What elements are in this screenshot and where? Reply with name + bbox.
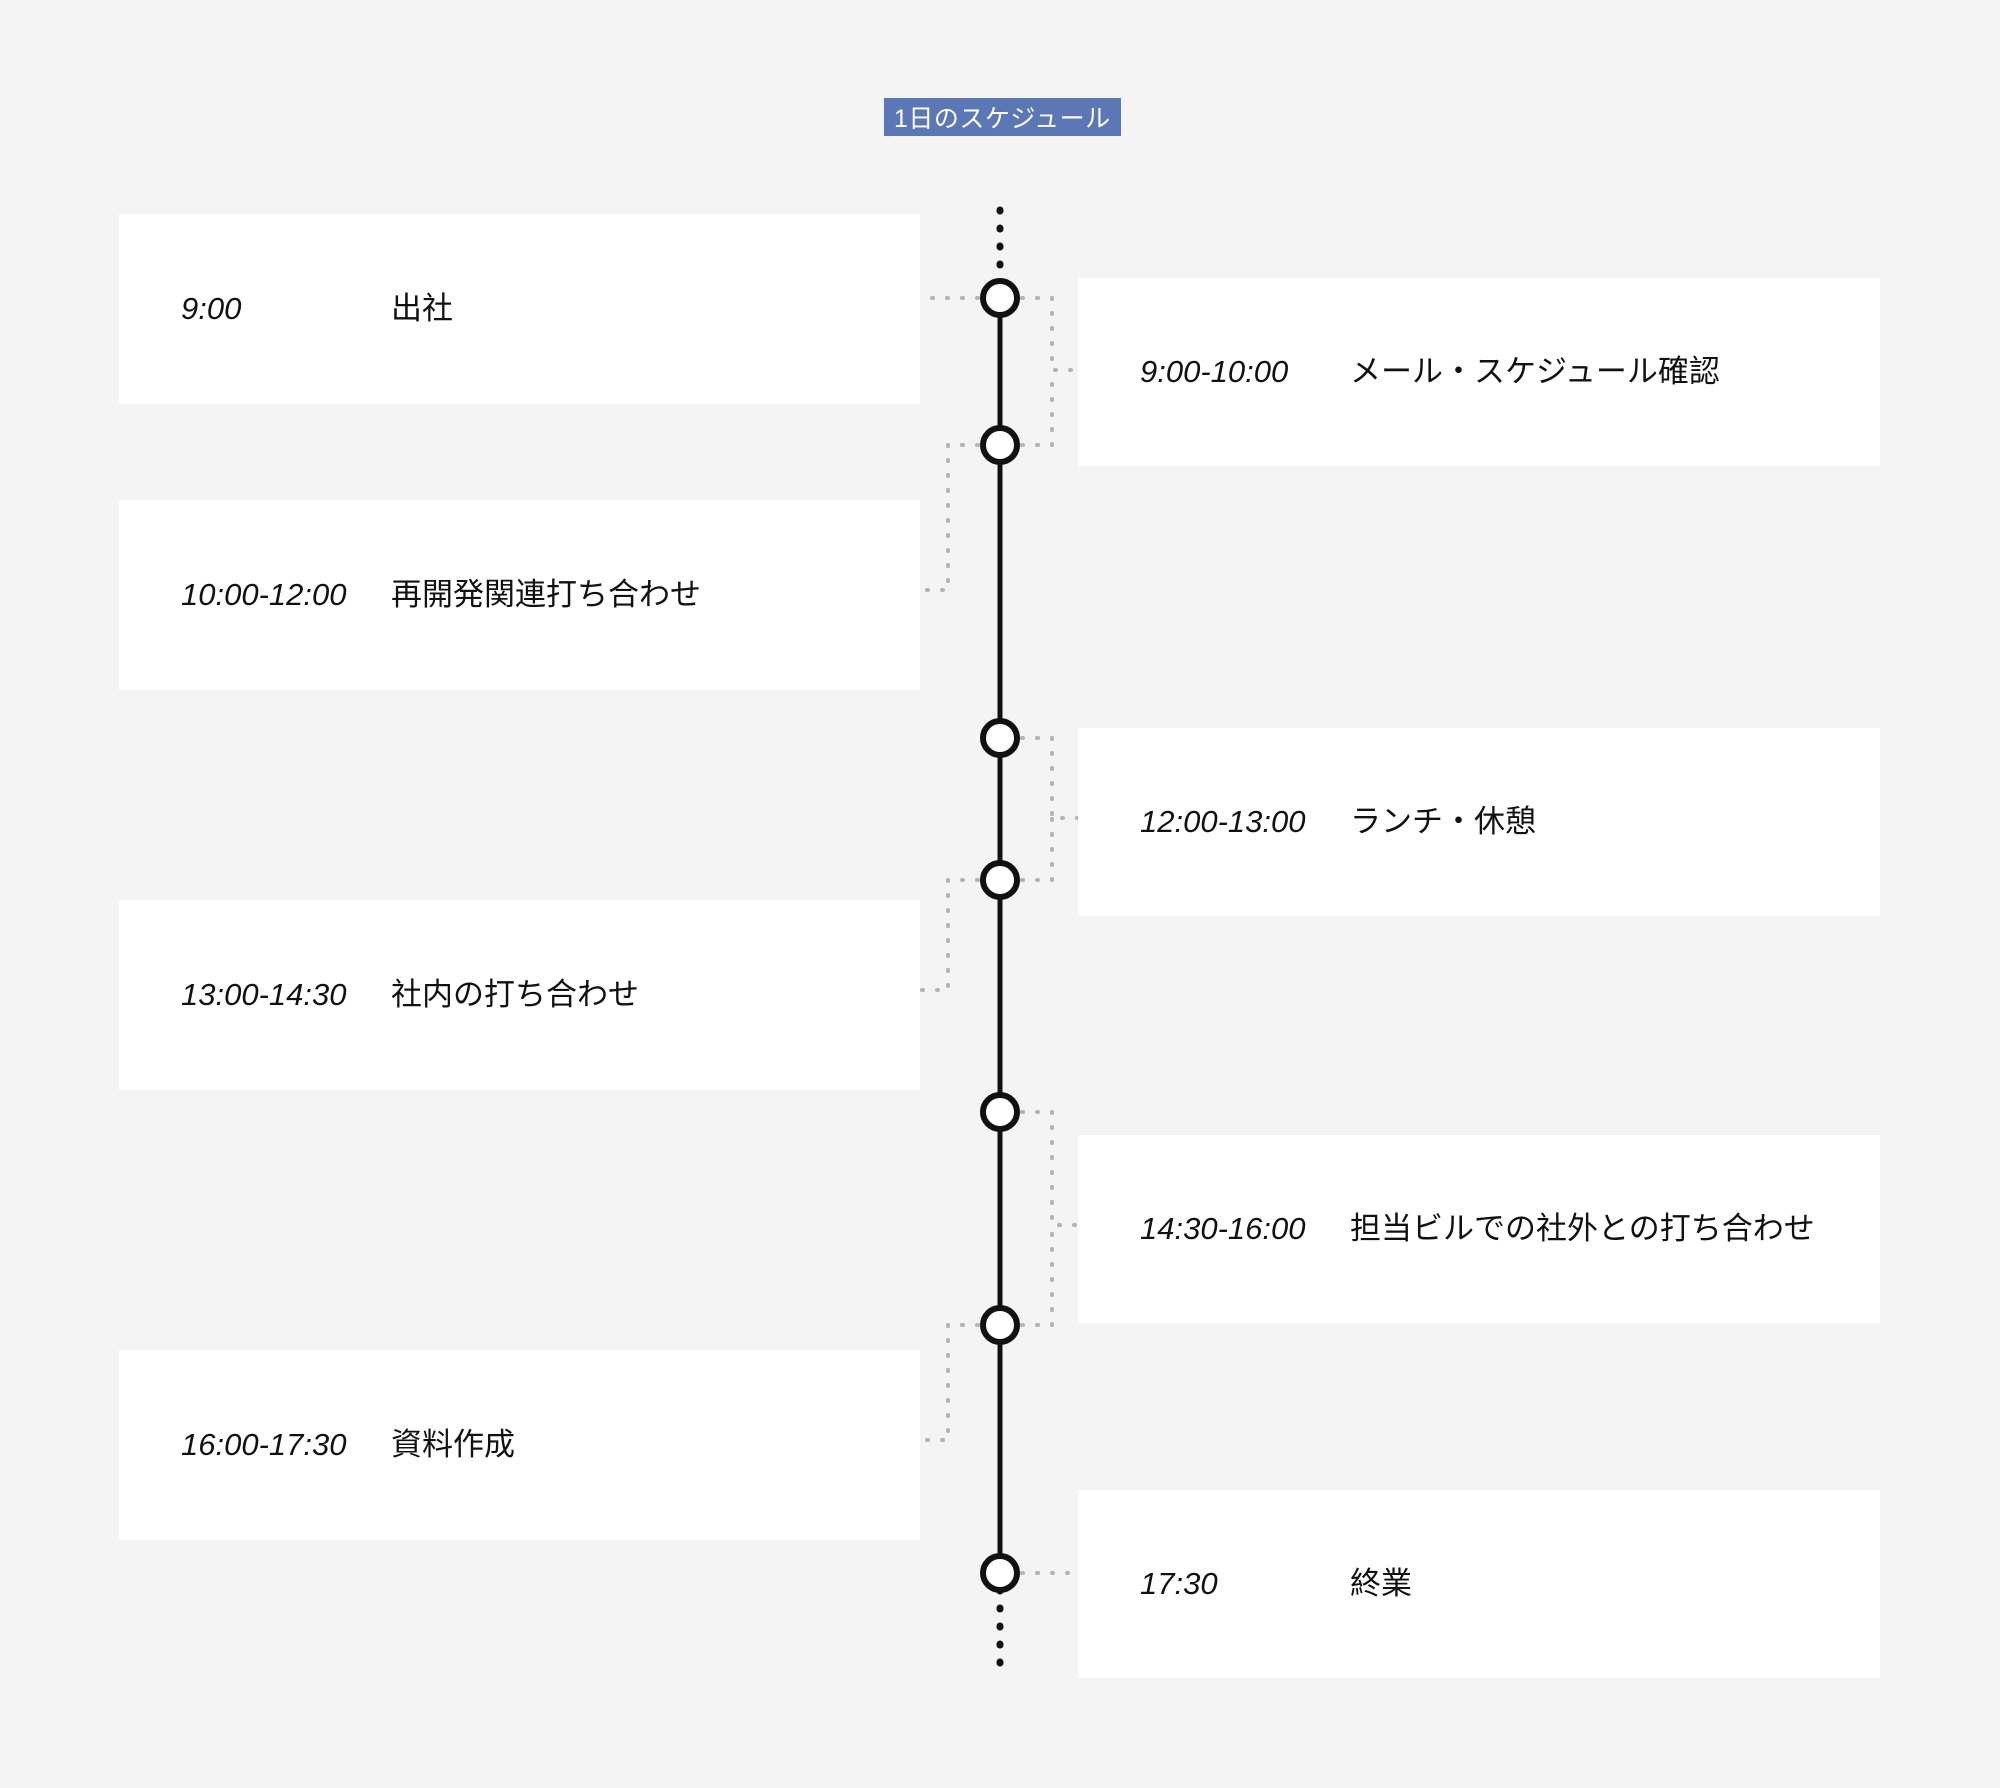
- card-label: 社内の打ち合わせ: [391, 976, 639, 1012]
- connector-left-3: [918, 878, 980, 992]
- card-time: 17:30: [1140, 1566, 1218, 1601]
- timeline-node-6: [980, 1305, 1020, 1345]
- card-label: メール・スケジュール確認: [1350, 353, 1720, 389]
- connector-right-2b: [1020, 816, 1054, 882]
- card-label: 再開発関連打ち合わせ: [391, 576, 701, 612]
- card-time: 10:00-12:00: [181, 577, 347, 612]
- schedule-card-right-1[interactable]: 9:00-10:00 メール・スケジュール確認: [1078, 278, 1880, 466]
- timeline-node-1: [980, 278, 1020, 318]
- card-time: 16:00-17:30: [181, 1427, 347, 1462]
- card-label: 出社: [391, 290, 453, 326]
- connector-right-1: [1020, 296, 1080, 372]
- card-time: 12:00-13:00: [1140, 804, 1306, 839]
- connector-right-2: [1020, 736, 1080, 820]
- timeline-node-3: [980, 718, 1020, 758]
- card-time: 14:30-16:00: [1140, 1211, 1306, 1246]
- card-label: ランチ・休憩: [1350, 803, 1536, 839]
- card-label: 終業: [1350, 1565, 1412, 1601]
- card-label: 担当ビルでの社外との打ち合わせ: [1350, 1210, 1815, 1246]
- schedule-card-left-2[interactable]: 10:00-12:00 再開発関連打ち合わせ: [119, 500, 920, 690]
- card-time: 9:00: [181, 291, 242, 326]
- timeline-node-5: [980, 1092, 1020, 1132]
- schedule-card-left-3[interactable]: 13:00-14:30 社内の打ち合わせ: [119, 900, 920, 1090]
- schedule-card-right-3[interactable]: 14:30-16:00 担当ビルでの社外との打ち合わせ: [1078, 1135, 1880, 1323]
- connector-left-4: [918, 1323, 980, 1442]
- diagram-title: 1日のスケジュール: [884, 98, 1121, 136]
- card-time: 9:00-10:00: [1140, 354, 1289, 389]
- timeline-node-4: [980, 860, 1020, 900]
- connector-right-1b: [1020, 368, 1054, 447]
- card-label: 資料作成: [391, 1426, 515, 1462]
- connector-right-3: [1020, 1110, 1080, 1227]
- schedule-card-right-2[interactable]: 12:00-13:00 ランチ・休憩: [1078, 728, 1880, 916]
- timeline-node-7: [980, 1553, 1020, 1593]
- card-time: 13:00-14:30: [181, 977, 347, 1012]
- timeline-node-2: [980, 425, 1020, 465]
- schedule-card-right-4[interactable]: 17:30 終業: [1078, 1490, 1880, 1678]
- schedule-card-left-1[interactable]: 9:00 出社: [119, 214, 920, 404]
- schedule-card-left-4[interactable]: 16:00-17:30 資料作成: [119, 1350, 920, 1540]
- connector-right-3b: [1020, 1223, 1054, 1327]
- connector-left-2: [918, 443, 980, 592]
